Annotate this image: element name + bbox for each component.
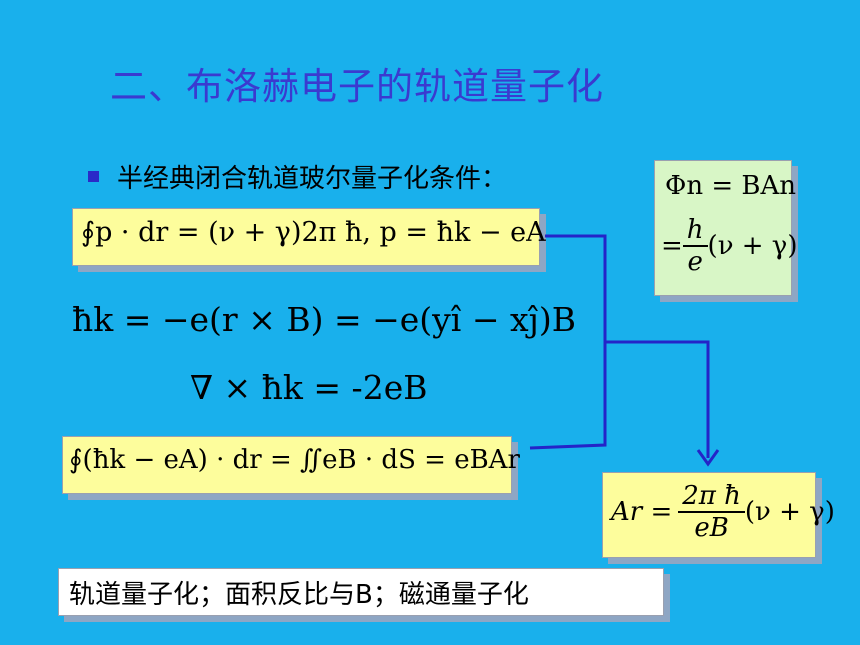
flux-quantized-expression: = h e (ν + γ) [661, 215, 798, 277]
connector-to-result [605, 340, 710, 458]
slide-title: 二、布洛赫电子的轨道量子化 [110, 65, 604, 108]
fraction-numerator: h [682, 215, 708, 247]
equation-box-quantization: ∮p · dr = (ν + γ)2π ħ, p = ħk − eA [72, 208, 546, 266]
area-quantized-expression: Ar = 2π ħ eB (ν + γ) [611, 481, 835, 543]
fraction-denominator: e [687, 247, 703, 277]
equation-flux-integral: ∮(ħk − eA) · dr = ∬eB · dS = eBAr [69, 445, 520, 475]
equation-box-flux: ∮(ħk − eA) · dr = ∬eB · dS = eBAr [62, 436, 520, 494]
fraction-numerator: 2π ħ [678, 481, 745, 513]
area-lhs: Ar = [611, 497, 673, 527]
fraction-2pi-hbar-over-eb: 2π ħ eB [678, 481, 745, 543]
equals-sign: = [661, 231, 683, 261]
factor-nu-gamma: (ν + γ) [707, 231, 798, 261]
bullet-item: 半经典闭合轨道玻尔量子化条件： [88, 158, 507, 195]
flux-quantization-box: Φn = BAn = h e (ν + γ) [654, 160, 798, 296]
fraction-denominator: eB [694, 513, 729, 543]
bullet-square-icon [88, 171, 99, 182]
arrowhead-icon [696, 449, 720, 467]
equation-curl: ∇ × ħk = -2eB [190, 368, 428, 407]
flux-definition: Φn = BAn [665, 171, 797, 201]
factor-nu-gamma: (ν + γ) [744, 497, 835, 527]
connector-from-eq1 [529, 234, 607, 450]
conclusion-box: 轨道量子化；面积反比与B；磁通量子化 [58, 568, 664, 616]
bullet-text: 半经典闭合轨道玻尔量子化条件： [117, 164, 508, 194]
equation-hk-cross: ħk = −e(r × B) = −e(yî − xĵ)B [72, 300, 576, 339]
area-quantization-box: Ar = 2π ħ eB (ν + γ) [602, 472, 835, 558]
fraction-h-over-e: h e [682, 215, 708, 277]
equation-quantization-condition: ∮p · dr = (ν + γ)2π ħ, p = ħk − eA [81, 217, 546, 248]
